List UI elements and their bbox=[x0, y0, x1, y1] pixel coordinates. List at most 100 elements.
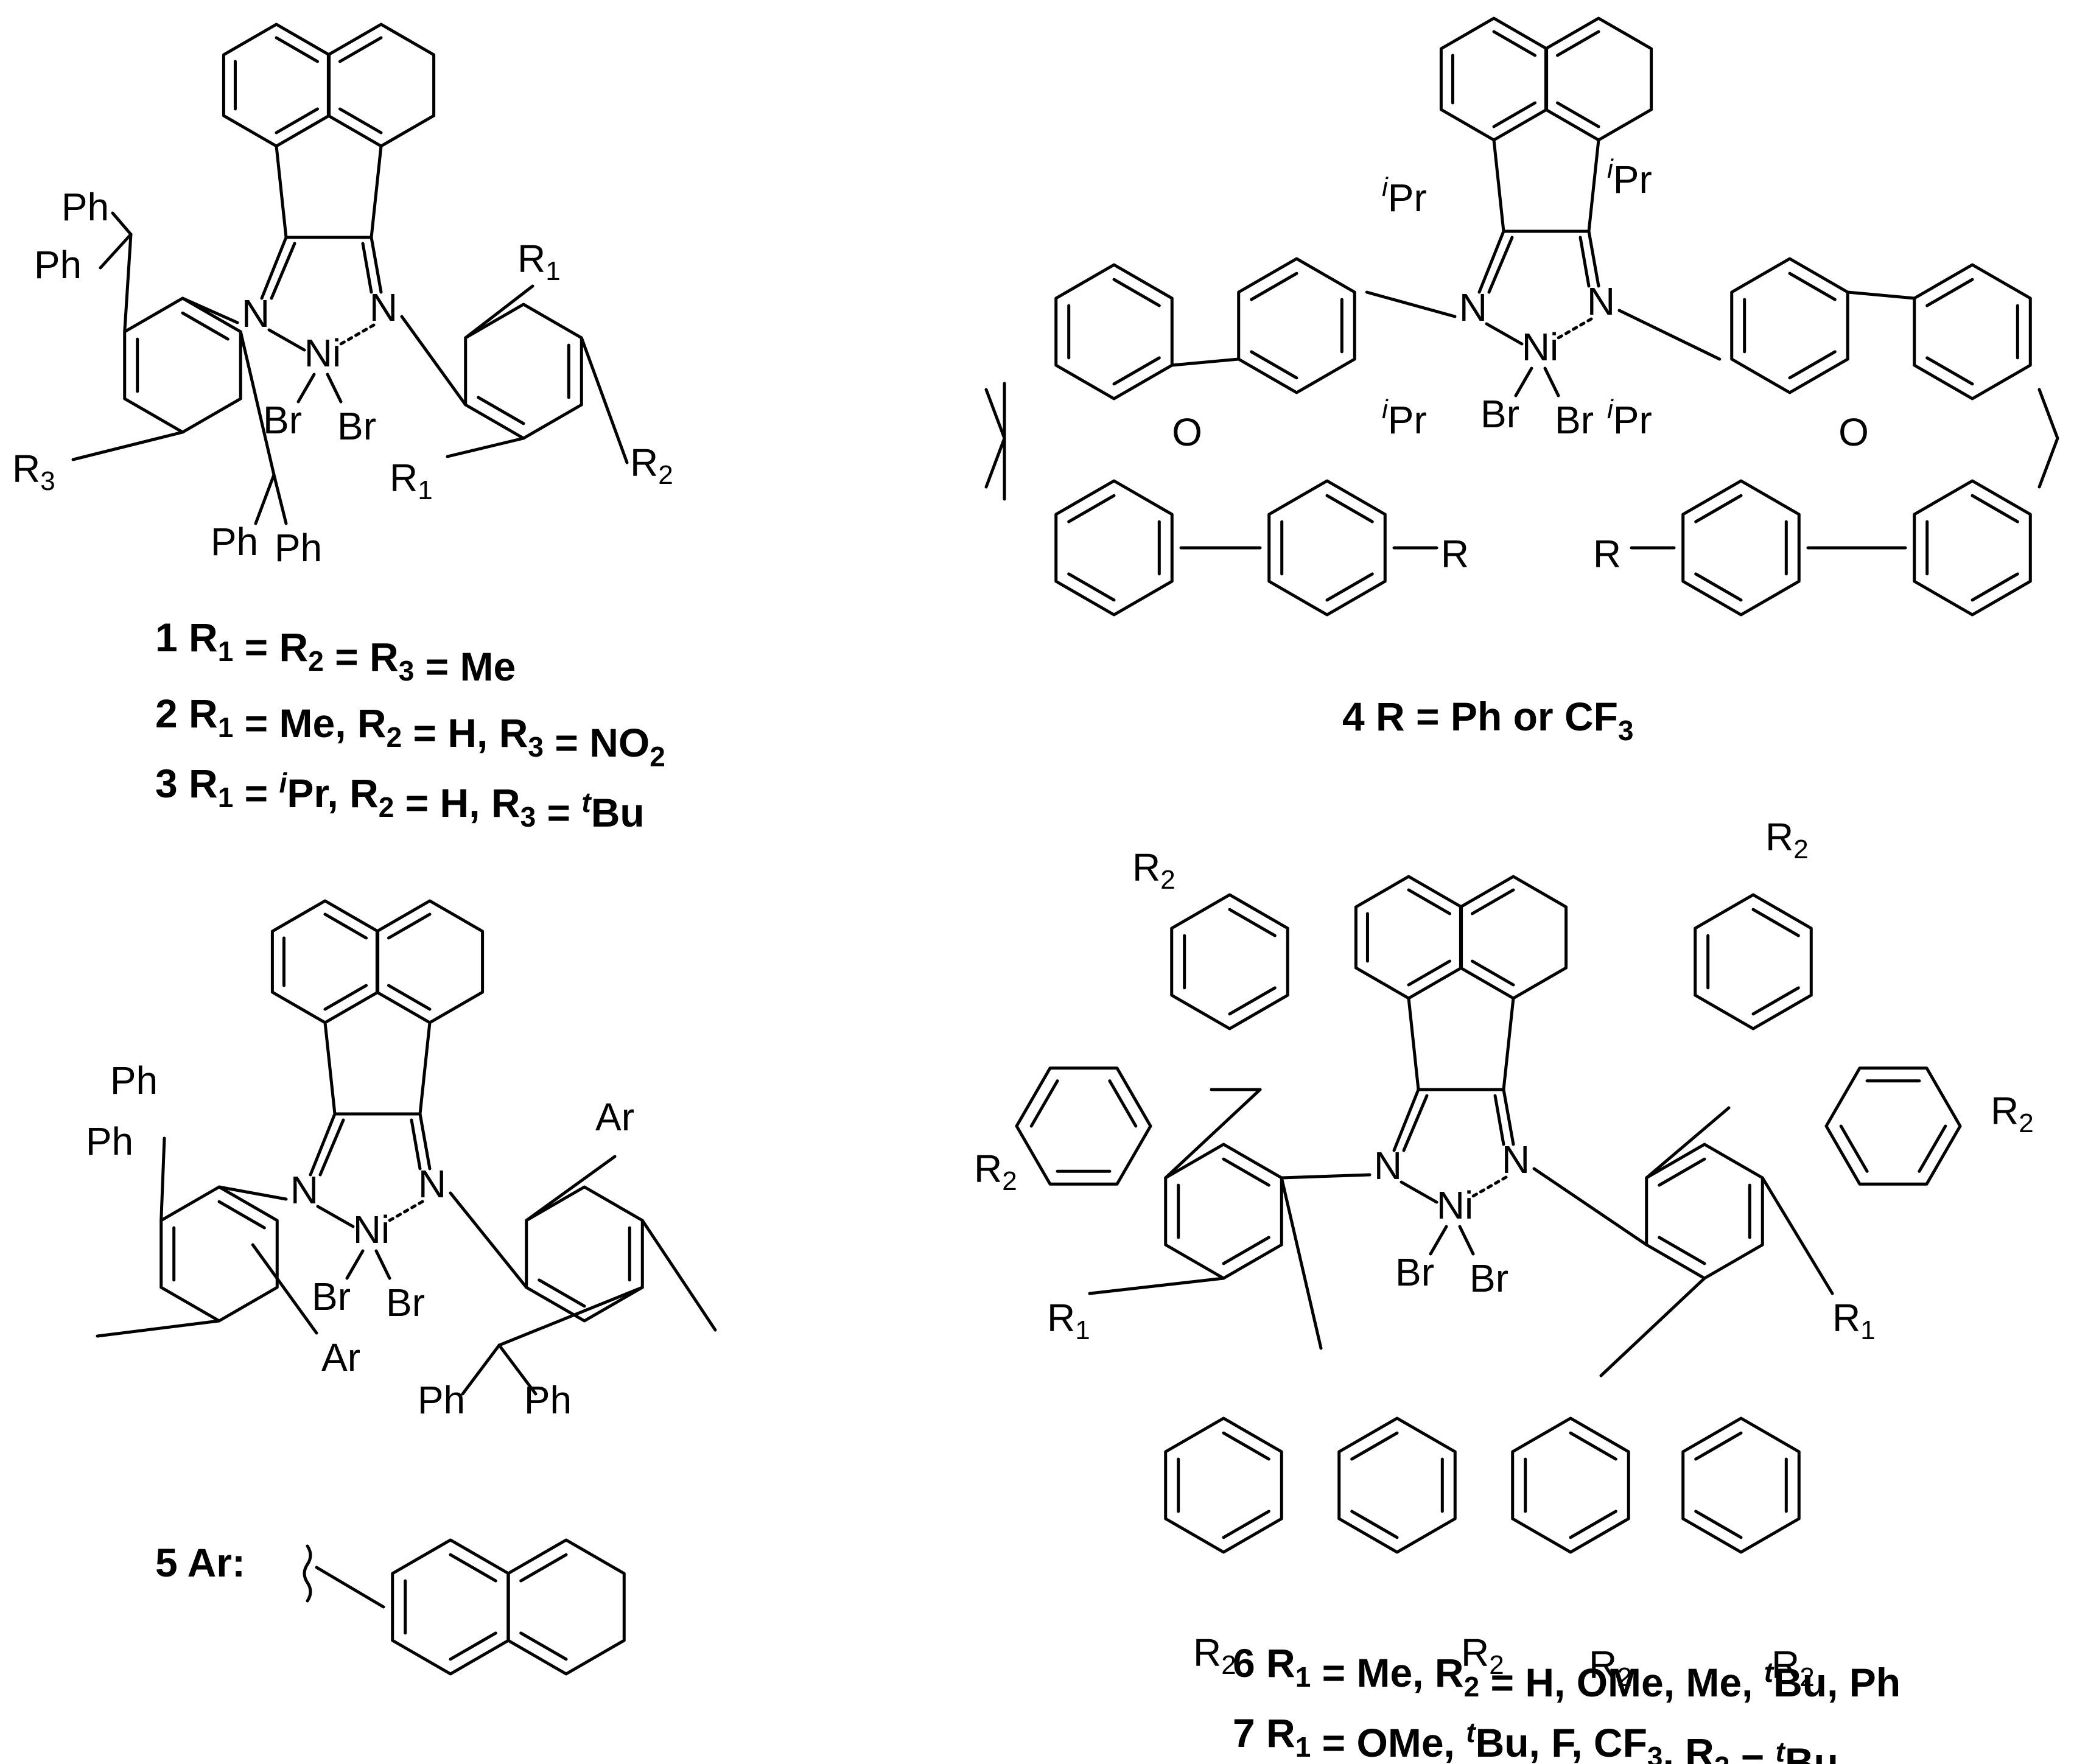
s5-attach-bond bbox=[315, 1566, 385, 1609]
s4-n-left: N bbox=[1459, 285, 1487, 329]
aromatic-double-bond bbox=[1407, 888, 1452, 915]
s5-ph-bond bbox=[461, 1343, 501, 1396]
s1-ph-label: Ph bbox=[34, 243, 82, 287]
s4-n-aryl-bond bbox=[1365, 290, 1457, 318]
s1-ph-bond bbox=[111, 211, 133, 236]
s5-imine-bond bbox=[309, 1112, 337, 1177]
s5-n-aryl-bond bbox=[449, 1191, 528, 1289]
aromatic-double-bond bbox=[1925, 278, 1974, 307]
s5-ph-label: Ph bbox=[418, 1378, 465, 1422]
s1-r1-bond bbox=[464, 284, 534, 340]
s5-wavy-bond bbox=[303, 1544, 312, 1603]
s6-r1-bond bbox=[1760, 1176, 1834, 1295]
s5-ar-bond bbox=[251, 1243, 318, 1335]
s1-r3-label: R3 bbox=[12, 447, 55, 496]
s5-imine-double-bond bbox=[318, 1118, 345, 1177]
s1-r1-label: R1 bbox=[517, 237, 561, 286]
aromatic-double-bond bbox=[1350, 1431, 1399, 1461]
s4-ipr-label: iPr bbox=[1607, 154, 1652, 201]
aromatic-double-bond bbox=[1694, 1510, 1743, 1539]
aromatic-double-bond bbox=[1250, 350, 1298, 380]
s4-methyl-bond bbox=[984, 388, 1006, 440]
s6-aryl-ring bbox=[1015, 1066, 1152, 1186]
aromatic-double-bond bbox=[217, 1200, 266, 1230]
s1-n-aryl-bond bbox=[400, 315, 468, 407]
s6-aryl-ring bbox=[1824, 1066, 1962, 1186]
s5-naphthalene-left-ring bbox=[270, 899, 380, 1024]
s4-methyl-bond bbox=[2037, 388, 2059, 440]
aromatic-double-bond bbox=[1971, 494, 2019, 523]
s4-ni-br-bond bbox=[1543, 366, 1560, 397]
s1-naphthalene-left-ring bbox=[222, 23, 331, 148]
aromatic-double-bond bbox=[1350, 1510, 1399, 1539]
s1-ph-bond bbox=[272, 473, 288, 525]
s4-phenyl-ring bbox=[1681, 479, 1801, 617]
s6-r2-label: R2 bbox=[1771, 1643, 1815, 1692]
s6-n-ni-bond bbox=[1400, 1180, 1438, 1204]
s1-n-aryl-bond bbox=[181, 296, 239, 324]
s1-n-right: N bbox=[370, 285, 398, 329]
caption-7: 7 R1 = OMe, tBu, F, CF3, R2 = tBu bbox=[1233, 1710, 1838, 1764]
aromatic-double-bond bbox=[387, 984, 432, 1011]
aromatic-double-bond bbox=[1492, 101, 1537, 128]
aromatic-double-bond bbox=[1925, 356, 1974, 386]
s1-r2-label: R2 bbox=[630, 441, 673, 490]
aromatic-double-bond bbox=[449, 1553, 497, 1583]
s1-n-ni-bond bbox=[267, 328, 306, 352]
s6-ch-bond bbox=[1280, 1176, 1323, 1350]
s1-imine-double-bond bbox=[270, 242, 296, 300]
aromatic-double-bond bbox=[1918, 1124, 1947, 1173]
aromatic-double-bond bbox=[1325, 494, 1374, 523]
s4-ni-atom: Ni bbox=[1522, 325, 1558, 369]
aromatic-double-bond bbox=[1112, 356, 1161, 386]
s4-methyl-bond bbox=[984, 436, 1006, 489]
aromatic-double-bond bbox=[1788, 350, 1837, 380]
aromatic-double-bond bbox=[387, 912, 432, 940]
s4-imine-double-bond bbox=[1487, 236, 1514, 294]
aromatic-double-bond bbox=[1751, 908, 1800, 937]
s6-left-aryl-ring bbox=[1164, 1143, 1283, 1280]
caption-5: 5 Ar: bbox=[155, 1540, 245, 1585]
s6-ch-bond bbox=[1645, 1106, 1731, 1180]
s5-five-ring-bond bbox=[323, 1021, 337, 1116]
s4-left-aryl-ring bbox=[1237, 257, 1356, 394]
s6-r2-label: R2 bbox=[1765, 815, 1809, 864]
s6-r2-label: R2 bbox=[974, 1147, 1017, 1196]
aromatic-double-bond bbox=[519, 1553, 568, 1583]
s6-r2-label: R2 bbox=[1589, 1643, 1632, 1692]
s4-methyl-bond bbox=[2037, 436, 2059, 489]
s5-ni-br-bond bbox=[374, 1249, 391, 1280]
s4-naphthalene-right-ring bbox=[1544, 16, 1653, 142]
aromatic-double-bond bbox=[1222, 1510, 1270, 1539]
s6-r1-label: R1 bbox=[1047, 1296, 1090, 1345]
s6-aryl-ring bbox=[1694, 893, 1813, 1031]
s6-ch-bond bbox=[1599, 1276, 1706, 1377]
aromatic-double-bond bbox=[181, 311, 229, 341]
s6-ni-br-bond bbox=[1458, 1225, 1475, 1256]
aromatic-double-bond bbox=[1555, 101, 1600, 128]
aromatic-double-bond bbox=[519, 1631, 568, 1661]
aromatic-double-bond bbox=[1694, 1431, 1743, 1461]
s1-naphthalene-right-ring bbox=[326, 23, 436, 148]
s4-imine-bond bbox=[1477, 229, 1505, 294]
s1-imine-bond bbox=[260, 236, 288, 300]
s6-naphthalene-right-ring bbox=[1459, 875, 1568, 1000]
s5-ph-label: Ph bbox=[86, 1119, 133, 1163]
s1-five-ring-bond bbox=[275, 144, 288, 239]
s4-phenyl-ring bbox=[1267, 479, 1387, 617]
s6-r1-label: R1 bbox=[1832, 1296, 1876, 1345]
s1-r2-bond bbox=[580, 336, 629, 464]
aromatic-double-bond bbox=[1569, 1431, 1617, 1461]
aromatic-double-bond bbox=[1407, 959, 1452, 987]
s4-biaryl-bond bbox=[1846, 290, 1916, 300]
aromatic-double-bond bbox=[1067, 572, 1116, 602]
s6-n-left: N bbox=[1374, 1144, 1402, 1188]
s6-br-right: Br bbox=[1470, 1256, 1508, 1300]
s5-ar-label: Ar bbox=[595, 1095, 634, 1139]
s4-biaryl-bond bbox=[1170, 357, 1241, 367]
caption-6: 6 R1 = Me, R2 = H, OMe, Me, tBu, Ph bbox=[1233, 1640, 1901, 1705]
s6-n-ni-dative-bond bbox=[1471, 1175, 1508, 1198]
caption-3: 3 R1 = iPr, R2 = H, R3 = tBu bbox=[155, 761, 645, 835]
aromatic-double-bond bbox=[1222, 1431, 1270, 1461]
aromatic-double-bond bbox=[1067, 494, 1116, 523]
